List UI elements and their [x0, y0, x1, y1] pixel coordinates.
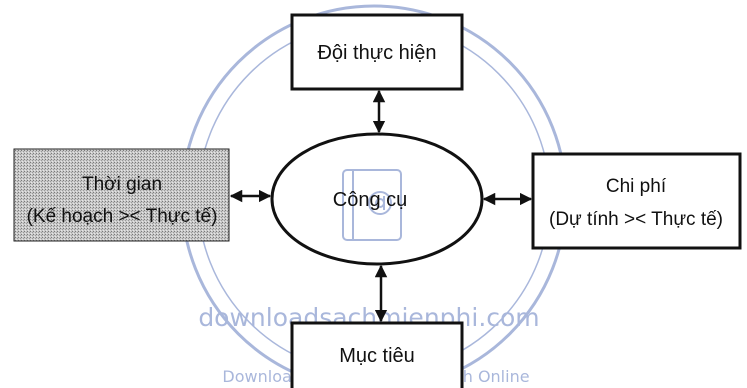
node-time: Thời gian (Kế hoạch >< Thực tế) [13, 148, 230, 242]
node-team: Đội thực hiện [290, 13, 464, 91]
node-team-label: Đội thực hiện [317, 42, 436, 64]
node-tool: Công cụ [270, 132, 484, 266]
node-cost-line1: Chi phí [606, 176, 667, 197]
node-goal: Mục tiêu [290, 321, 464, 388]
node-cost: Chi phí (Dự tính >< Thực tế) [531, 152, 742, 250]
node-cost-line2: (Dự tính >< Thực tế) [549, 209, 723, 230]
node-time-line2: (Kế hoạch >< Thực tế) [27, 206, 218, 227]
watermark-book-icon [342, 169, 402, 241]
node-goal-label: Mục tiêu [339, 345, 415, 367]
node-tool-label: Công cụ [333, 189, 408, 211]
node-time-line1: Thời gian [82, 174, 162, 195]
